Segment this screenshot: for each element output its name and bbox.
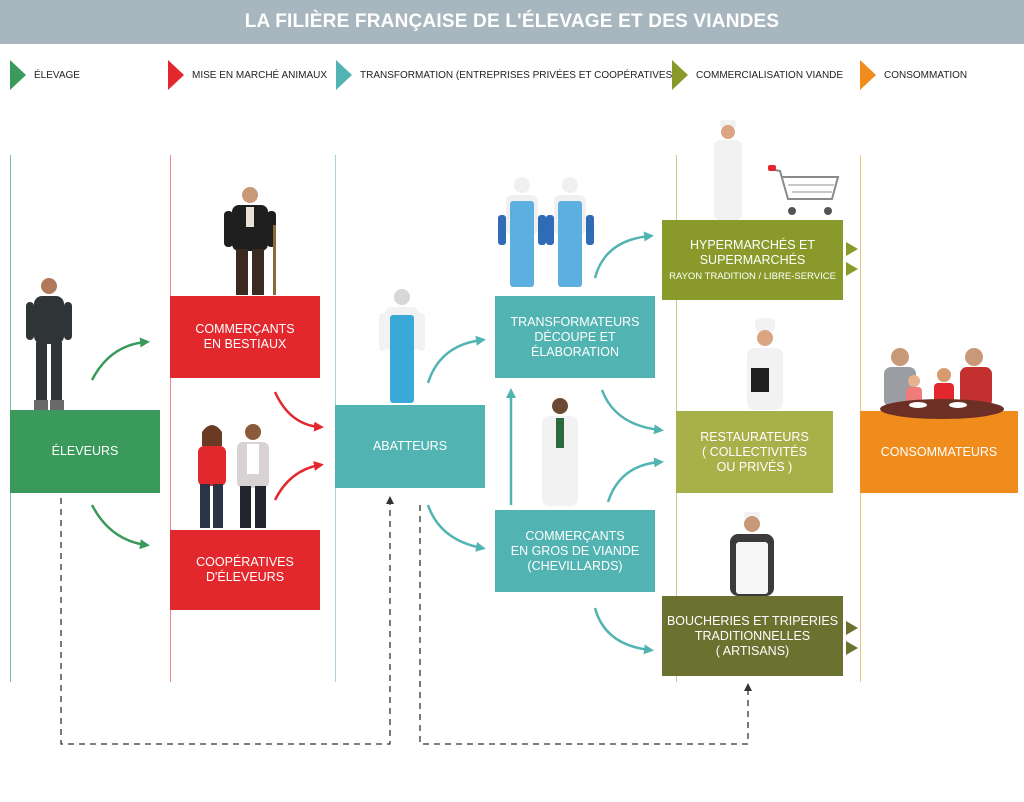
dashed-abatteurs-to-boucheries — [419, 505, 752, 745]
box-label: RESTAURATEURS — [700, 429, 809, 444]
box-label: (CHEVILLARDS) — [527, 558, 623, 573]
chevron-boucheries-2 — [846, 641, 858, 655]
box-label: D'ÉLEVEURS — [205, 570, 285, 584]
farmer-figure — [26, 278, 72, 410]
legend-item-consommation: CONSOMMATION — [860, 60, 967, 90]
arrow-cooperatives-to-abatteurs — [273, 461, 324, 501]
box-commercants-gros: COMMERÇANTS EN GROS DE VIANDE (CHEVILLAR… — [495, 510, 655, 592]
box-label: ÉLEVEURS — [51, 444, 119, 458]
legend-item-commercialisation: COMMERCIALISATION VIANDE — [672, 60, 843, 90]
box-label: ÉLABORATION — [531, 344, 619, 359]
arrow-commercants-to-abatteurs — [273, 391, 324, 432]
column-line-mise-en-marche — [170, 155, 171, 682]
arrow-abatteurs-to-commercants-gros — [426, 504, 486, 552]
chevron-right-icon — [168, 60, 184, 90]
legend-item-mise-en-marche: MISE EN MARCHÉ ANIMAUX — [168, 60, 327, 90]
dashed-eleveurs-to-abatteurs — [60, 496, 394, 745]
arrow-commercants-gros-to-boucheries — [593, 607, 654, 655]
cooperative-couple-figure — [198, 424, 269, 528]
box-label: EN BESTIAUX — [203, 337, 287, 351]
box-label: DÉCOUPE ET — [534, 329, 616, 344]
chevron-right-icon — [336, 60, 352, 90]
box-label: TRADITIONNELLES — [694, 628, 811, 643]
box-label: EN GROS DE VIANDE — [510, 543, 640, 558]
family-at-table-figure — [880, 348, 1004, 419]
box-eleveurs: ÉLEVEURS — [10, 410, 160, 493]
legend-label: ÉLEVAGE — [34, 69, 80, 81]
box-hypermarches: HYPERMARCHÉS ET SUPERMARCHÉS RAYON TRADI… — [662, 220, 843, 300]
box-label: HYPERMARCHÉS ET — [689, 237, 816, 252]
chevron-right-icon — [672, 60, 688, 90]
chevron-hypermarches-1 — [846, 242, 858, 256]
arrow-abatteurs-to-transformateurs — [426, 335, 486, 384]
chevron-boucheries-1 — [846, 621, 858, 635]
box-label: OU PRIVÉS ) — [716, 459, 793, 474]
supermarket-clerk-figure — [714, 120, 742, 220]
box-label: COMMERÇANTS — [195, 322, 295, 336]
legend-label: MISE EN MARCHÉ ANIMAUX — [192, 69, 328, 81]
box-label: ( ARTISANS) — [715, 643, 790, 658]
page-title: LA FILIÈRE FRANÇAISE DE L'ÉLEVAGE ET DES… — [0, 0, 1024, 44]
legend-label: COMMERCIALISATION VIANDE — [696, 69, 844, 81]
arrow-eleveurs-to-cooperatives — [90, 504, 150, 550]
box-label: CONSOMMATEURS — [880, 444, 998, 459]
box-label: TRANSFORMATEURS — [510, 314, 640, 329]
box-boucheries: BOUCHERIES ET TRIPERIES TRADITIONNELLES … — [662, 596, 843, 676]
chevron-right-icon — [860, 60, 876, 90]
arrow-transformateurs-to-hypermarches — [593, 231, 654, 279]
box-commercants-bestiaux: COMMERÇANTS EN BESTIAUX — [170, 296, 320, 378]
shopping-cart-icon — [768, 165, 840, 215]
box-label: SUPERMARCHÉS — [699, 252, 806, 267]
wholesaler-figure — [542, 398, 578, 506]
arrow-eleveurs-to-commercants — [90, 337, 150, 381]
box-cooperatives: COOPÉRATIVES D'ÉLEVEURS — [170, 530, 320, 610]
legend-item-transformation: TRANSFORMATION (ENTREPRISES PRIVÉES ET C… — [336, 60, 676, 90]
processing-workers-figure — [498, 177, 594, 287]
chevron-right-icon — [10, 60, 26, 90]
box-label: COMMERÇANTS — [525, 528, 625, 543]
box-label: COOPÉRATIVES — [196, 555, 294, 569]
arrow-commercants-gros-to-restaurateurs — [606, 457, 664, 503]
box-sublabel: RAYON TRADITION / LIBRE-SERVICE — [669, 270, 836, 282]
box-abatteurs: ABATTEURS — [335, 405, 485, 488]
box-label: ( COLLECTIVITÉS — [702, 444, 807, 459]
livestock-trader-figure — [224, 187, 276, 295]
legend-label: TRANSFORMATION (ENTREPRISES PRIVÉES ET C… — [360, 69, 676, 81]
box-label: ABATTEURS — [372, 439, 448, 453]
arrow-transformateurs-to-restaurateurs — [600, 389, 664, 435]
box-consommateurs: CONSOMMATEURS — [860, 411, 1018, 493]
box-restaurateurs: RESTAURATEURS ( COLLECTIVITÉS OU PRIVÉS … — [676, 411, 833, 493]
butcher-figure — [730, 512, 774, 596]
legend-label: CONSOMMATION — [884, 69, 968, 81]
slaughterhouse-worker-figure — [379, 289, 425, 403]
chef-figure — [747, 318, 783, 410]
box-transformateurs: TRANSFORMATEURS DÉCOUPE ET ÉLABORATION — [495, 296, 655, 378]
legend-item-elevage: ÉLEVAGE — [10, 60, 80, 90]
box-label: BOUCHERIES ET TRIPERIES — [666, 613, 839, 628]
chevron-hypermarches-2 — [846, 262, 858, 276]
